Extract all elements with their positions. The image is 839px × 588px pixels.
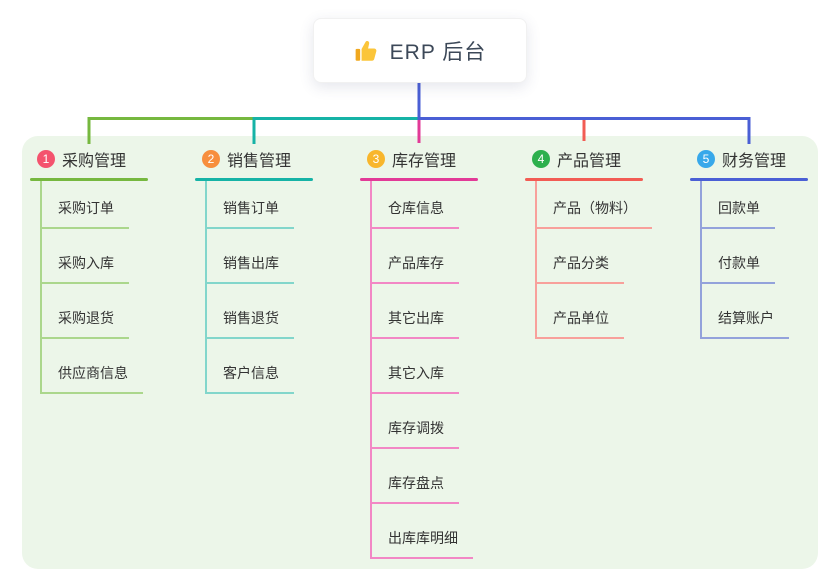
node-product-category[interactable]: 产品分类	[537, 229, 624, 284]
node-label: 采购退货	[58, 310, 114, 326]
branch-sales-children: 销售订单 销售出库 销售退货 客户信息	[205, 181, 294, 394]
root-node[interactable]: ERP 后台	[313, 18, 527, 83]
node-label: 客户信息	[223, 365, 279, 381]
node-label: 销售订单	[223, 200, 279, 216]
node-purchase-inbound[interactable]: 采购入库	[42, 229, 129, 284]
node-label: 产品库存	[388, 255, 444, 271]
node-sales-return[interactable]: 销售退货	[207, 284, 294, 339]
node-label: 结算账户	[718, 310, 774, 326]
node-label: 付款单	[718, 255, 760, 271]
node-stock-transfer[interactable]: 库存调拨	[372, 394, 459, 449]
node-other-inbound[interactable]: 其它入库	[372, 339, 459, 394]
branch-purchase-title[interactable]: 1 采购管理	[30, 148, 148, 181]
node-sales-outbound[interactable]: 销售出库	[207, 229, 294, 284]
branch-finance-children: 回款单 付款单 结算账户	[700, 181, 789, 339]
node-label: 其它出库	[388, 310, 444, 326]
node-purchase-return[interactable]: 采购退货	[42, 284, 129, 339]
branch-product-title[interactable]: 4 产品管理	[525, 148, 643, 181]
branch-inventory-title[interactable]: 3 库存管理	[360, 148, 478, 181]
thumbs-up-icon	[355, 40, 377, 61]
node-payment-bill[interactable]: 付款单	[702, 229, 775, 284]
node-warehouse-info[interactable]: 仓库信息	[372, 181, 459, 229]
node-other-outbound[interactable]: 其它出库	[372, 284, 459, 339]
node-stock-taking[interactable]: 库存盘点	[372, 449, 459, 504]
node-label: 采购订单	[58, 200, 114, 216]
root-node-label: ERP 后台	[389, 40, 487, 64]
branch-label: 产品管理	[557, 153, 622, 170]
node-product-unit[interactable]: 产品单位	[537, 284, 624, 339]
branch-finance: 5 财务管理 回款单 付款单 结算账户	[690, 148, 808, 339]
node-label: 出库库明细	[388, 530, 458, 546]
mindmap-panel	[22, 136, 818, 569]
branch-purchase-children: 采购订单 采购入库 采购退货 供应商信息	[40, 181, 143, 394]
node-label: 产品单位	[553, 310, 609, 326]
node-customer-info[interactable]: 客户信息	[207, 339, 294, 394]
branch-label: 采购管理	[62, 153, 127, 170]
badge-2: 2	[202, 150, 220, 168]
node-label: 回款单	[718, 200, 760, 216]
node-label: 库存调拨	[388, 420, 444, 436]
node-product-stock[interactable]: 产品库存	[372, 229, 459, 284]
node-label: 销售退货	[223, 310, 279, 326]
badge-1: 1	[37, 150, 55, 168]
branch-purchase: 1 采购管理 采购订单 采购入库 采购退货 供应商信息	[30, 148, 148, 394]
node-label: 库存盘点	[388, 475, 444, 491]
branch-product-children: 产品（物料） 产品分类 产品单位	[535, 181, 652, 339]
badge-3: 3	[367, 150, 385, 168]
branch-product: 4 产品管理 产品（物料） 产品分类 产品单位	[525, 148, 652, 339]
branch-label: 销售管理	[227, 153, 292, 170]
branch-label: 库存管理	[392, 153, 457, 170]
node-label: 产品（物料）	[553, 200, 637, 216]
node-label: 采购入库	[58, 255, 114, 271]
node-label: 仓库信息	[388, 200, 444, 216]
node-product-material[interactable]: 产品（物料）	[537, 181, 652, 229]
node-label: 其它入库	[388, 365, 444, 381]
branch-sales: 2 销售管理 销售订单 销售出库 销售退货 客户信息	[195, 148, 313, 394]
node-label: 销售出库	[223, 255, 279, 271]
node-outbound-detail[interactable]: 出库库明细	[372, 504, 473, 559]
node-supplier-info[interactable]: 供应商信息	[42, 339, 143, 394]
node-label: 产品分类	[553, 255, 609, 271]
badge-4: 4	[532, 150, 550, 168]
branch-sales-title[interactable]: 2 销售管理	[195, 148, 313, 181]
node-label: 供应商信息	[58, 365, 128, 381]
node-purchase-order[interactable]: 采购订单	[42, 181, 129, 229]
branch-label: 财务管理	[722, 153, 787, 170]
node-receipt-bill[interactable]: 回款单	[702, 181, 775, 229]
badge-5: 5	[697, 150, 715, 168]
branch-inventory: 3 库存管理 仓库信息 产品库存 其它出库 其它入库 库存调拨 库存盘点 出库库…	[360, 148, 478, 559]
branch-finance-title[interactable]: 5 财务管理	[690, 148, 808, 181]
branch-inventory-children: 仓库信息 产品库存 其它出库 其它入库 库存调拨 库存盘点 出库库明细	[370, 181, 473, 559]
node-sales-order[interactable]: 销售订单	[207, 181, 294, 229]
node-settlement-account[interactable]: 结算账户	[702, 284, 789, 339]
